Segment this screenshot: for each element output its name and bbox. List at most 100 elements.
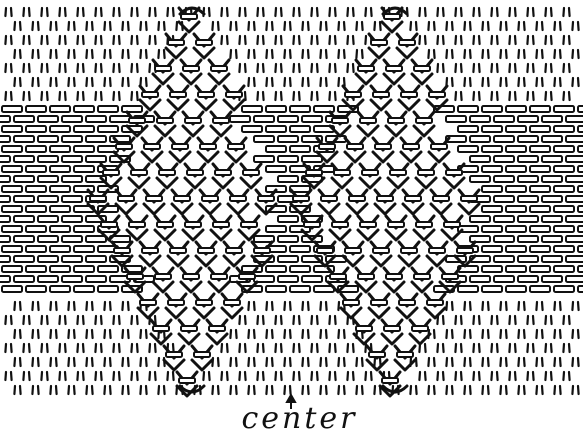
tick-stitch — [425, 372, 426, 380]
tick-stitch — [491, 36, 492, 44]
tick-stitch — [86, 50, 87, 58]
tick-stitch — [545, 316, 546, 324]
tick-stitch — [23, 36, 24, 44]
tick-stitch — [230, 386, 231, 394]
brick-stitch — [554, 286, 574, 292]
tick-stitch — [158, 358, 159, 366]
tick-stitch — [533, 372, 534, 380]
tick-stitch — [41, 344, 42, 352]
brick-stitch — [86, 276, 106, 282]
tick-stitch — [563, 344, 564, 352]
tick-stitch — [365, 8, 366, 16]
tick-stitch — [236, 50, 237, 58]
tick-stitch — [473, 344, 474, 352]
tick-stitch — [38, 50, 39, 58]
tick-stitch — [14, 330, 15, 338]
weave-bar — [157, 222, 173, 227]
weave-bar — [399, 300, 415, 305]
brick-stitch — [578, 146, 583, 152]
brick-stitch — [470, 136, 490, 142]
tick-stitch — [299, 372, 300, 380]
tick-stitch — [479, 316, 480, 324]
weave-bar — [414, 274, 430, 279]
brick-stitch — [38, 116, 58, 122]
brick-stitch — [530, 286, 550, 292]
weave-bar — [386, 66, 402, 71]
tick-stitch — [92, 386, 93, 394]
weave-bar — [226, 248, 242, 253]
brick-stitch — [470, 156, 490, 162]
brick-stitch — [470, 216, 490, 222]
tick-stitch — [113, 92, 114, 100]
tick-stitch — [119, 36, 120, 44]
tick-stitch — [155, 344, 156, 352]
tick-stitch — [11, 8, 12, 16]
tick-stitch — [275, 8, 276, 16]
tick-stitch — [227, 344, 228, 352]
tick-stitch — [560, 386, 561, 394]
tick-stitch — [338, 302, 339, 310]
brick-stitch — [518, 176, 538, 182]
weave-bar — [200, 144, 216, 149]
tick-stitch — [92, 358, 93, 366]
tick-stitch — [473, 92, 474, 100]
tick-stitch — [551, 64, 552, 72]
tick-stitch — [497, 92, 498, 100]
brick-stitch — [458, 106, 478, 112]
tick-stitch — [32, 386, 33, 394]
tick-stitch — [425, 36, 426, 44]
tick-stitch — [32, 78, 33, 86]
tick-stitch — [515, 64, 516, 72]
tick-stitch — [56, 78, 57, 86]
tick-stitch — [20, 302, 21, 310]
brick-stitch — [566, 236, 583, 242]
tick-stitch — [32, 302, 33, 310]
brick-stitch — [0, 136, 10, 142]
weave-bar — [429, 92, 445, 97]
weave-bar — [168, 40, 184, 45]
brick-stitch — [542, 216, 562, 222]
tick-stitch — [446, 302, 447, 310]
brick-stitch — [506, 106, 526, 112]
tick-stitch — [173, 8, 174, 16]
brick-stitch — [530, 126, 550, 132]
tick-stitch — [290, 358, 291, 366]
tick-stitch — [317, 316, 318, 324]
tick-stitch — [146, 50, 147, 58]
brick-stitch — [482, 126, 502, 132]
tick-stitch — [500, 386, 501, 394]
tick-stitch — [266, 330, 267, 338]
weave-bar — [369, 352, 385, 357]
tick-stitch — [461, 64, 462, 72]
brick-stitch — [26, 266, 46, 272]
tick-stitch — [155, 8, 156, 16]
tick-stitch — [122, 358, 123, 366]
brick-stitch — [2, 166, 22, 172]
weave-bar — [114, 248, 130, 253]
tick-stitch — [542, 330, 543, 338]
tick-stitch — [29, 92, 30, 100]
tick-stitch — [110, 386, 111, 394]
weave-bar — [185, 118, 201, 123]
tick-stitch — [140, 330, 141, 338]
tick-stitch — [317, 344, 318, 352]
tick-stitch — [293, 64, 294, 72]
brick-stitch — [2, 106, 22, 112]
weave-bar — [254, 248, 270, 253]
brick-stitch — [62, 176, 82, 182]
tick-stitch — [254, 22, 255, 30]
brick-stitch — [566, 156, 583, 162]
tick-stitch — [203, 372, 204, 380]
tick-stitch — [95, 8, 96, 16]
brick-stitch — [278, 156, 298, 162]
tick-stitch — [293, 344, 294, 352]
tick-stitch — [290, 330, 291, 338]
tick-stitch — [38, 330, 39, 338]
tick-stitch — [119, 92, 120, 100]
tick-stitch — [131, 92, 132, 100]
tick-stitch — [248, 330, 249, 338]
tick-stitch — [524, 330, 525, 338]
brick-stitch — [50, 126, 70, 132]
brick-stitch — [62, 156, 82, 162]
brick-stitch — [554, 146, 574, 152]
